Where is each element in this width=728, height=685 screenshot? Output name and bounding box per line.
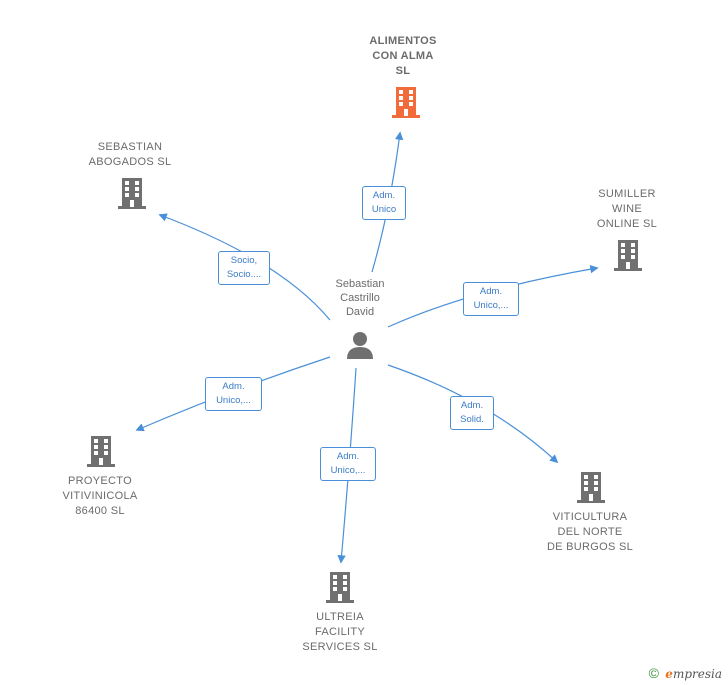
- edge-label-proyecto[interactable]: Adm. Unico,...: [205, 377, 262, 411]
- company-name-proyecto[interactable]: PROYECTO VITIVINICOLA 86400 SL: [62, 475, 138, 517]
- person-icon[interactable]: [345, 330, 375, 365]
- building-icon[interactable]: [116, 176, 148, 215]
- building-icon[interactable]: [612, 238, 644, 277]
- edge-label-sebastian-abogados[interactable]: Socio, Socio....: [218, 251, 270, 285]
- edge-label-alimentos[interactable]: Adm. Unico: [362, 186, 406, 220]
- company-name-ultreia[interactable]: ULTREIA FACILITY SERVICES SL: [302, 611, 378, 653]
- company-name-viticultura[interactable]: VITICULTURA DEL NORTE DE BURGOS SL: [546, 511, 634, 553]
- company-name-alimentos[interactable]: ALIMENTOS CON ALMA SL: [369, 35, 437, 77]
- edge-label-ultreia[interactable]: Adm. Unico,...: [320, 447, 376, 481]
- company-name-sebastian-abogados[interactable]: SEBASTIAN ABOGADOS SL: [88, 141, 172, 168]
- building-icon[interactable]: [575, 470, 607, 509]
- footer-brand: © empresia: [649, 665, 722, 681]
- building-icon[interactable]: [324, 570, 356, 609]
- edge-label-viticultura[interactable]: Adm. Solid.: [450, 396, 494, 430]
- brand-logo: empresia: [665, 667, 722, 681]
- person-name[interactable]: Sebastian Castrillo David: [335, 278, 385, 318]
- edge-label-sumiller[interactable]: Adm. Unico,...: [463, 282, 519, 316]
- building-icon-highlight[interactable]: [390, 85, 422, 124]
- copyright-icon: ©: [648, 665, 659, 681]
- company-name-sumiller[interactable]: SUMILLER WINE ONLINE SL: [596, 188, 658, 230]
- building-icon[interactable]: [85, 434, 117, 473]
